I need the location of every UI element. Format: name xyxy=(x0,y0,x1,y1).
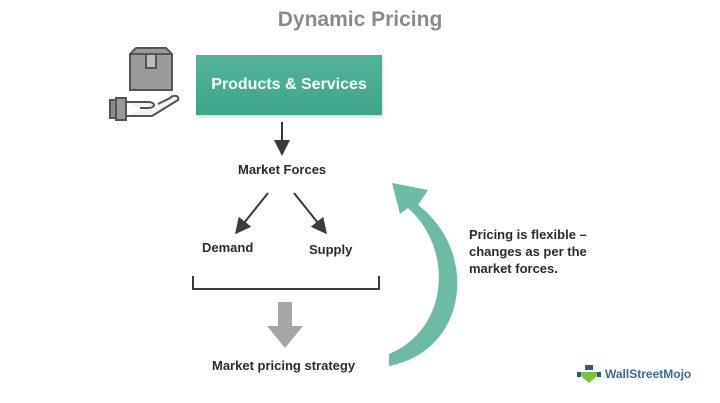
cycle-arrow xyxy=(389,183,458,366)
brand-logo: WallStreetMojo xyxy=(576,364,691,384)
bracket xyxy=(192,276,380,290)
market-pricing-strategy-label: Market pricing strategy xyxy=(212,358,356,373)
wallstreetmojo-logo-icon xyxy=(577,365,601,383)
demand-label: Demand xyxy=(202,240,254,255)
arrow-forces-to-supply xyxy=(293,192,327,235)
down-arrow xyxy=(267,302,303,348)
brand-name: WallStreetMojo xyxy=(605,367,692,381)
flexibility-note: Pricing is flexible – changes as per the… xyxy=(469,227,587,276)
diagram-title: Dynamic Pricing xyxy=(277,8,443,31)
products-services-box: Products & Services xyxy=(196,55,382,115)
market-forces-label: Market Forces xyxy=(238,162,327,177)
arrow-forces-to-demand xyxy=(235,192,269,235)
box-in-hand-icon xyxy=(109,47,180,121)
supply-label: Supply xyxy=(309,242,353,257)
